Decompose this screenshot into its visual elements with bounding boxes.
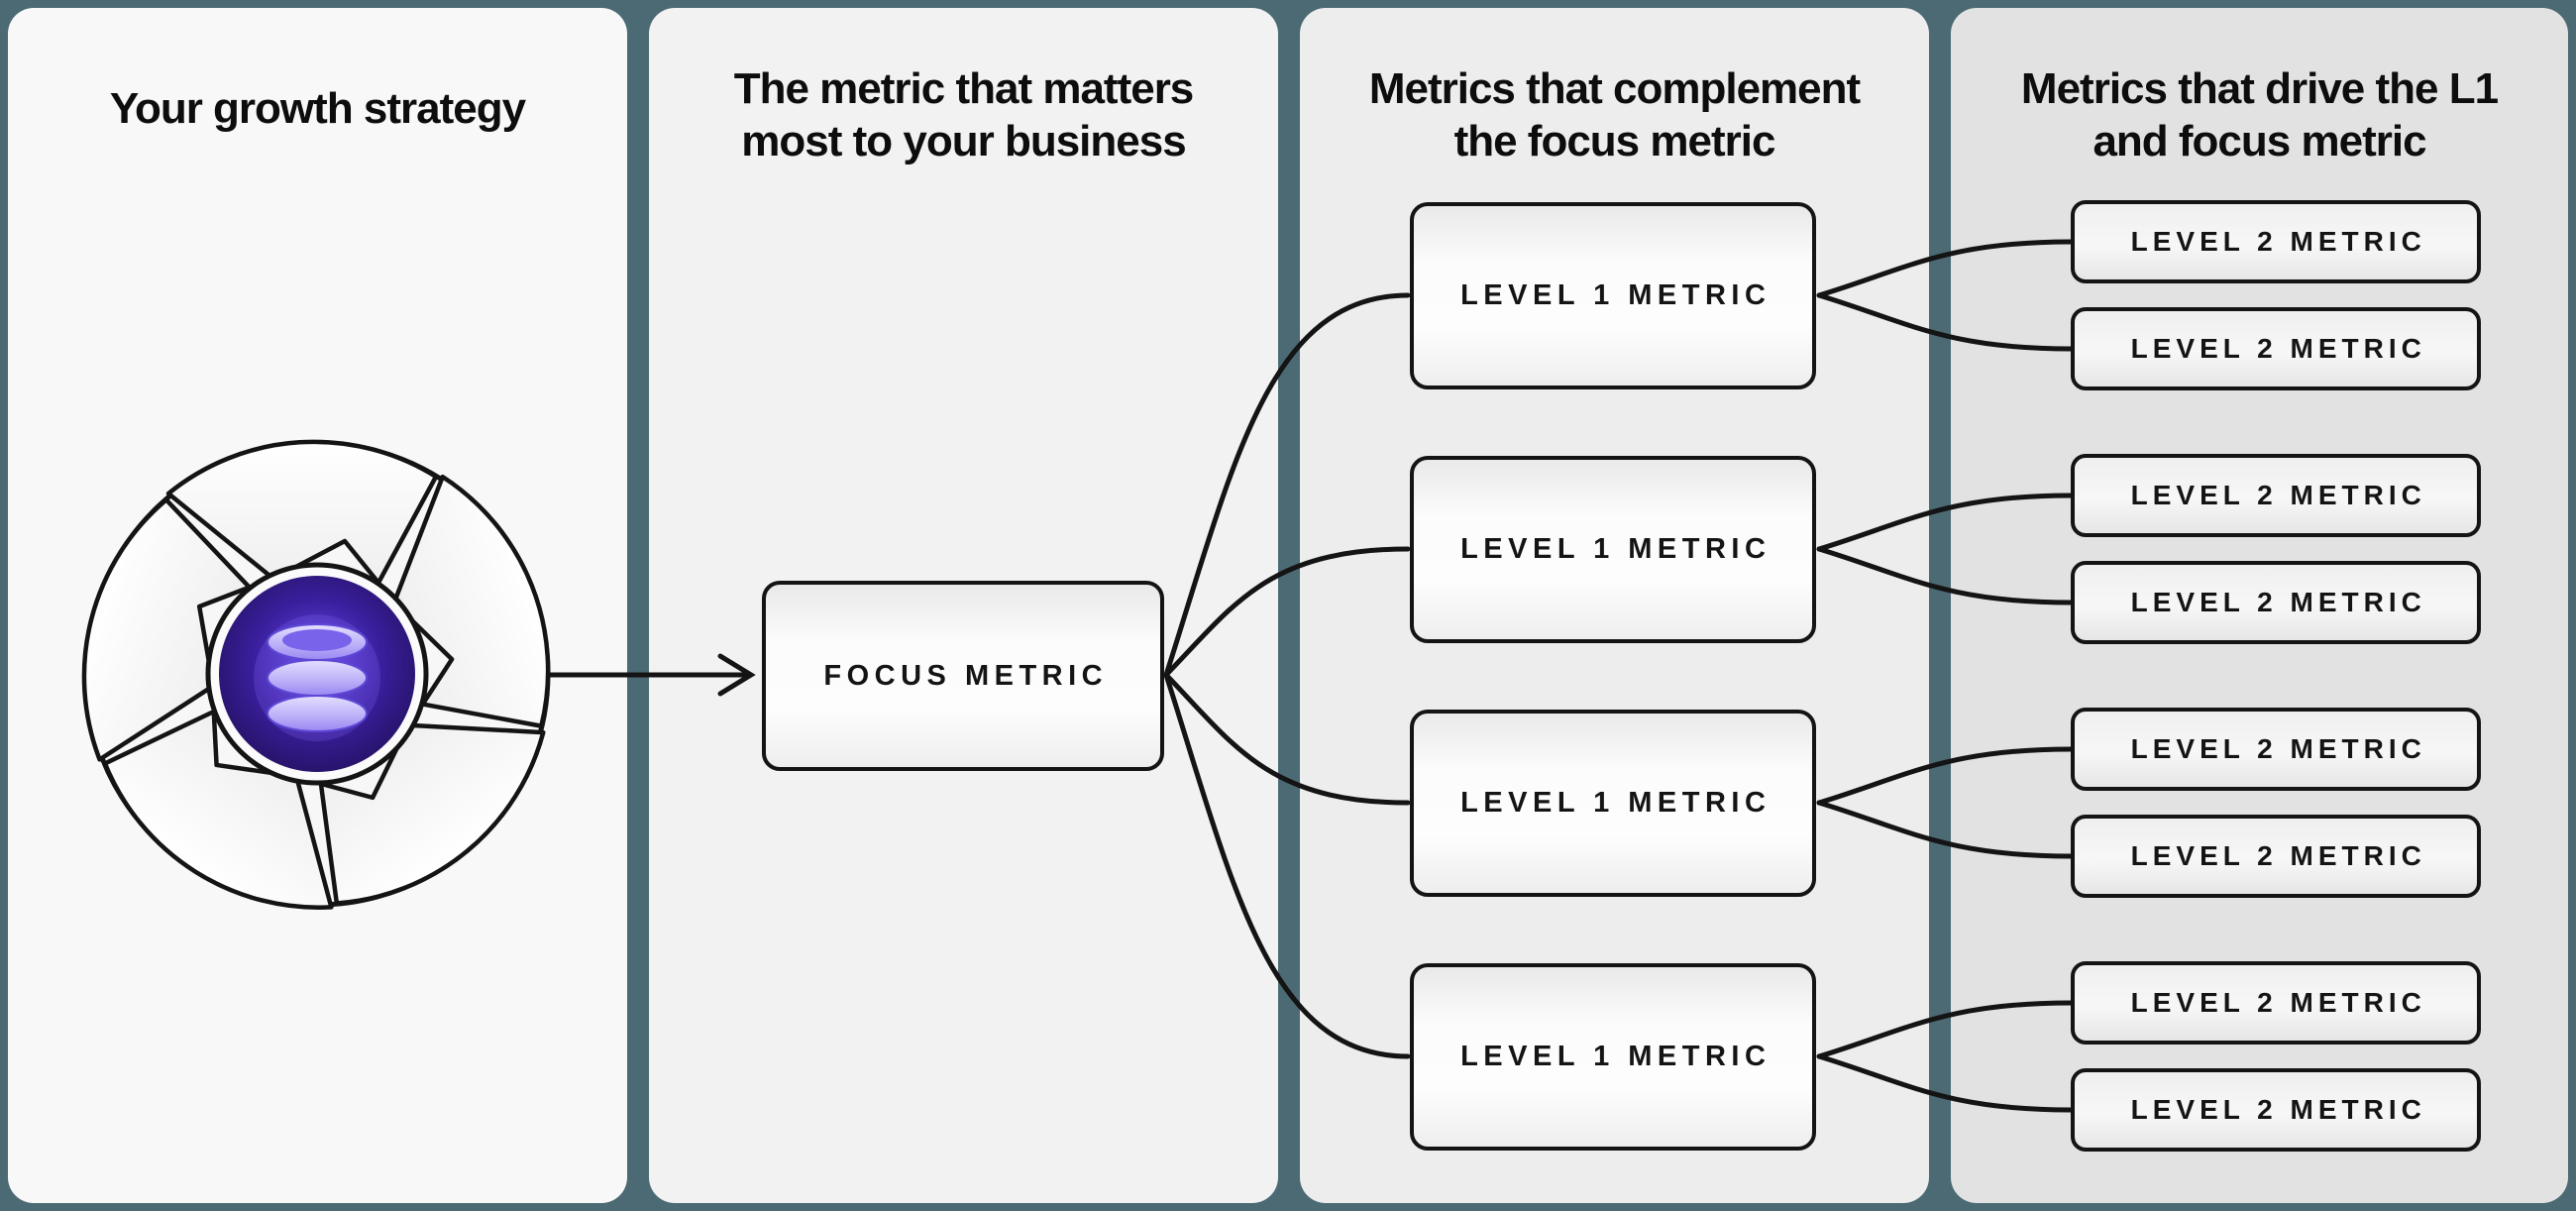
title-line: Metrics that drive the L1 — [2020, 64, 2499, 113]
level2-metric-label: LEVEL 2 METRIC — [2130, 480, 2426, 510]
panel-title-level2-metrics: Metrics that drive the L1 and focus metr… — [1951, 8, 2568, 168]
level1-metric-box-4: LEVEL 1 METRIC — [1410, 963, 1816, 1151]
level2-metric-box-4: LEVEL 2 METRIC — [2071, 561, 2481, 644]
title-line: most to your business — [741, 116, 1186, 165]
level1-metric-label: LEVEL 1 METRIC — [1460, 279, 1771, 311]
title-line: Your growth strategy — [109, 84, 526, 133]
level2-metric-box-1: LEVEL 2 METRIC — [2071, 200, 2481, 283]
level2-metric-label: LEVEL 2 METRIC — [2130, 226, 2426, 257]
title-line: the focus metric — [1453, 116, 1776, 165]
level2-metric-label: LEVEL 2 METRIC — [2130, 733, 2426, 764]
title-line: Metrics that complement — [1368, 64, 1861, 113]
level2-metric-label: LEVEL 2 METRIC — [2130, 840, 2426, 871]
database-icon — [254, 614, 380, 741]
level2-metric-label: LEVEL 2 METRIC — [2130, 987, 2426, 1018]
level2-metric-box-5: LEVEL 2 METRIC — [2071, 708, 2481, 791]
level2-metric-box-2: LEVEL 2 METRIC — [2071, 307, 2481, 390]
level2-metric-box-6: LEVEL 2 METRIC — [2071, 815, 2481, 898]
flywheel-database-icon — [81, 439, 551, 910]
level1-metric-label: LEVEL 1 METRIC — [1460, 1041, 1771, 1072]
focus-metric-label: FOCUS METRIC — [823, 659, 1109, 692]
focus-metric-box: FOCUS METRIC — [762, 581, 1164, 771]
panel-title-growth-strategy: Your growth strategy — [8, 8, 627, 136]
level2-metric-box-3: LEVEL 2 METRIC — [2071, 454, 2481, 537]
level2-metric-box-7: LEVEL 2 METRIC — [2071, 961, 2481, 1045]
title-line: and focus metric — [2093, 116, 2426, 165]
level1-metric-label: LEVEL 1 METRIC — [1460, 533, 1771, 565]
level2-metric-label: LEVEL 2 METRIC — [2130, 333, 2426, 364]
level1-metric-box-3: LEVEL 1 METRIC — [1410, 710, 1816, 897]
panel-title-focus-metric: The metric that matters most to your bus… — [649, 8, 1278, 168]
level2-metric-label: LEVEL 2 METRIC — [2130, 1094, 2426, 1125]
title-line: The metric that matters — [733, 64, 1195, 113]
level1-metric-box-2: LEVEL 1 METRIC — [1410, 456, 1816, 643]
level2-metric-box-8: LEVEL 2 METRIC — [2071, 1068, 2481, 1152]
panel-title-level1-metrics: Metrics that complement the focus metric — [1300, 8, 1929, 168]
level1-metric-box-1: LEVEL 1 METRIC — [1410, 202, 1816, 389]
level1-metric-label: LEVEL 1 METRIC — [1460, 787, 1771, 819]
level2-metric-label: LEVEL 2 METRIC — [2130, 587, 2426, 617]
flywheel-blades — [81, 439, 551, 910]
